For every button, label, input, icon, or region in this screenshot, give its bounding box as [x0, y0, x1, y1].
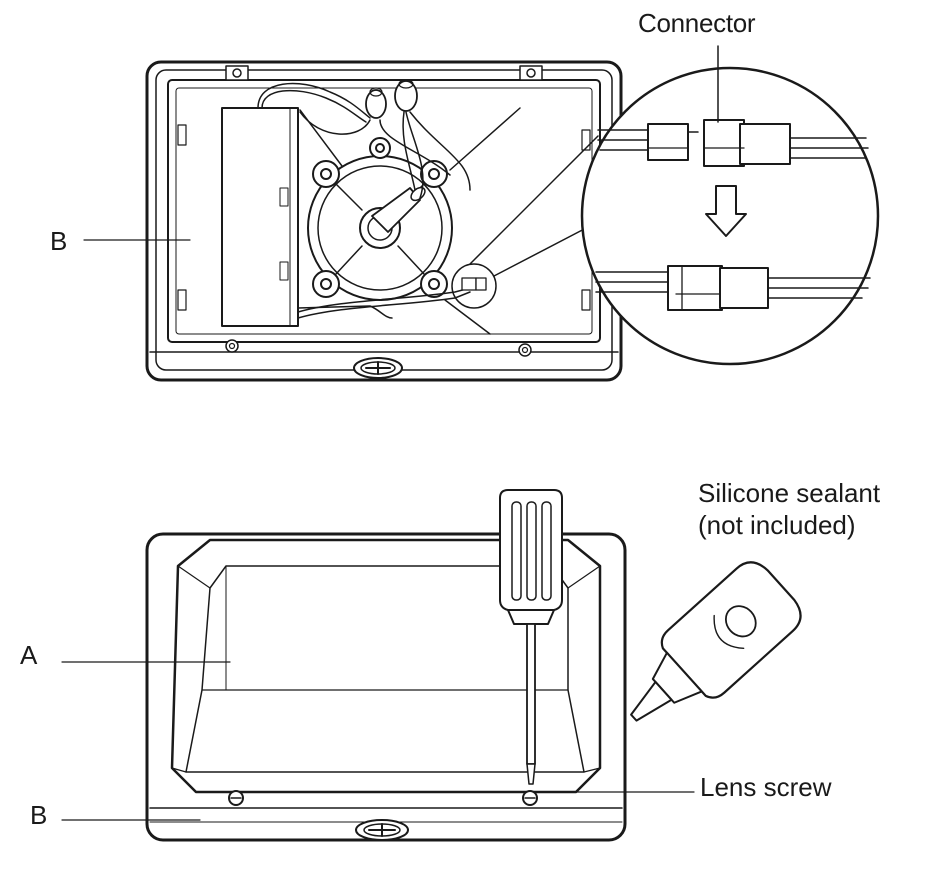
wiring [257, 82, 471, 319]
label-silicone-line2: (not included) [698, 510, 856, 540]
lens-assembly-figure [145, 532, 627, 842]
label-b-top: B [50, 226, 67, 256]
connector-detail-circle [451, 263, 497, 309]
connector-half-male [647, 123, 689, 161]
connector-joined [667, 265, 723, 311]
sealant-bottle-icon [630, 561, 802, 722]
label-connector: Connector [638, 8, 756, 38]
screw-head-icon [228, 790, 244, 806]
arrow-down-icon [705, 185, 747, 237]
screwdriver-icon [499, 489, 563, 785]
label-a: A [20, 640, 38, 670]
housing-interior-figure [145, 60, 623, 382]
driver-box [221, 107, 299, 327]
label-silicone-line1: Silicone sealant [698, 478, 881, 508]
connector-detail-view [580, 66, 880, 366]
label-lens-screw: Lens screw [700, 772, 832, 802]
label-b-bottom: B [30, 800, 47, 830]
connector-half-female [703, 119, 745, 167]
